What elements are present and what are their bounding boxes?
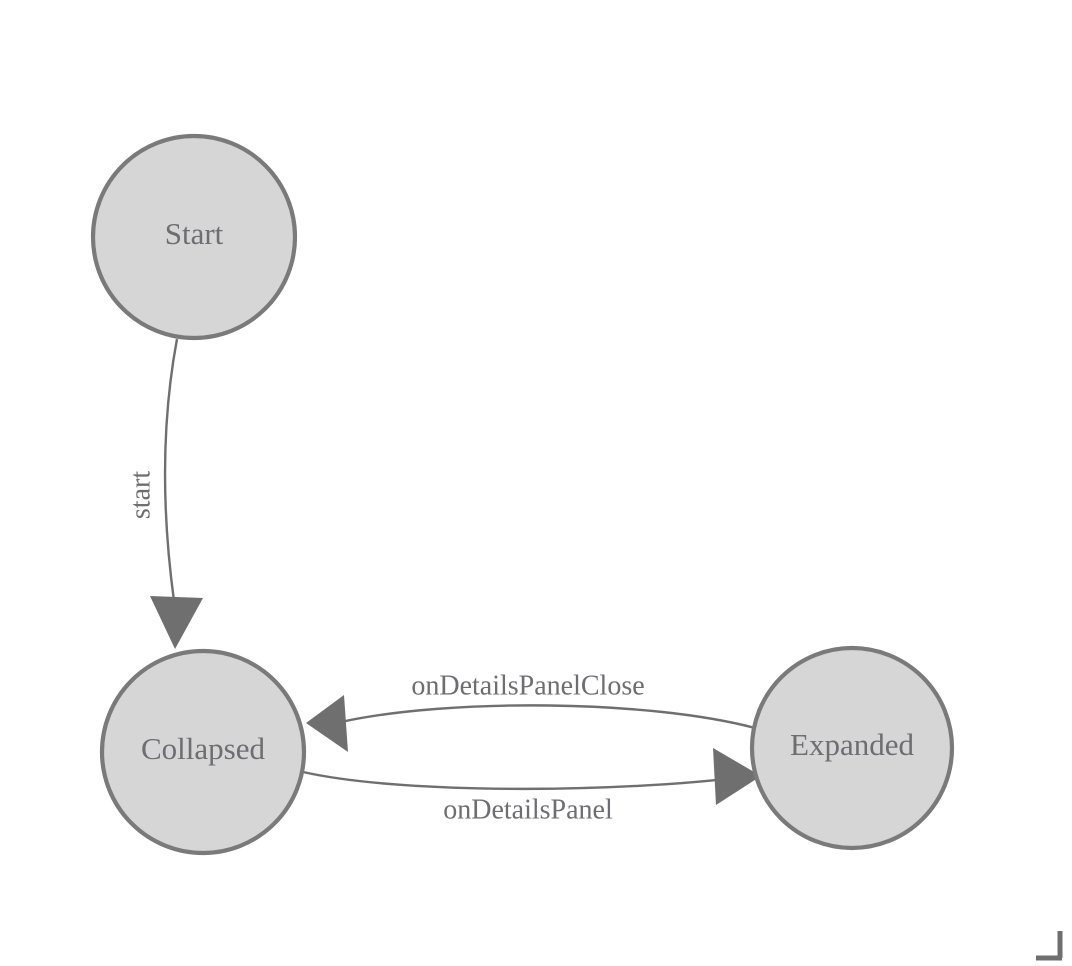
node-start-circle[interactable] — [90, 133, 298, 341]
edge-labels-layer: start onDetailsPanelClose onDetailsPanel — [125, 471, 644, 826]
node-expanded-circle[interactable] — [749, 645, 955, 851]
edge-start-to-collapsed[interactable] — [163, 338, 179, 602]
arrowhead-into-collapsed-top-icon — [150, 596, 203, 649]
arrowheads-layer — [150, 596, 761, 805]
node-collapsed-label: Collapsed — [141, 731, 265, 766]
node-start[interactable]: Start — [90, 133, 298, 341]
edges-layer — [163, 338, 758, 791]
node-collapsed-circle[interactable] — [99, 648, 307, 856]
edge-collapsed-to-expanded[interactable] — [302, 770, 758, 791]
resize-handle-corner-icon[interactable] — [1036, 931, 1063, 961]
edge-label-on-details-panel: onDetailsPanel — [443, 794, 613, 825]
arrowhead-into-expanded-left-icon — [713, 748, 761, 805]
node-collapsed[interactable]: Collapsed — [99, 648, 307, 856]
edge-label-start: start — [125, 471, 156, 519]
node-expanded[interactable]: Expanded — [749, 645, 955, 851]
arrowhead-into-collapsed-right-icon — [306, 695, 348, 752]
nodes-layer: Start Collapsed Expanded — [90, 133, 955, 856]
edge-label-on-details-panel-close: onDetailsPanelClose — [411, 670, 644, 701]
node-start-label: Start — [165, 216, 224, 251]
edge-expanded-to-collapsed[interactable] — [340, 704, 756, 730]
node-expanded-label: Expanded — [790, 727, 914, 762]
